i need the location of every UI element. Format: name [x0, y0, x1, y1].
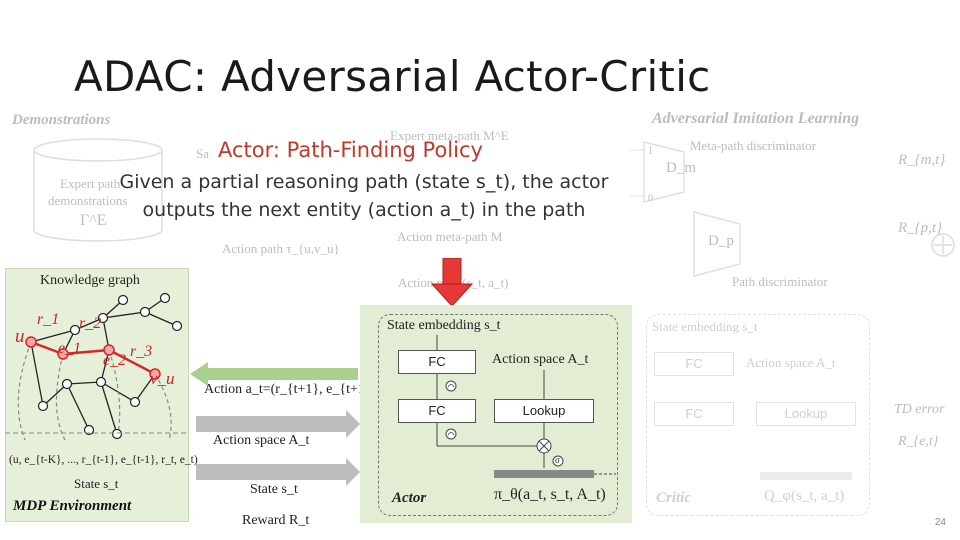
expert-paths-label: Expert path: [60, 176, 121, 191]
actor-lookup-box: Lookup: [494, 399, 594, 423]
mdp-environment-panel: [5, 268, 189, 522]
d-p-label: D_p: [708, 233, 734, 249]
page-number: 24: [934, 517, 946, 528]
critic-output-bar: [760, 472, 852, 480]
critic-fc-box-2: FC: [654, 402, 734, 426]
kg-relation-r2: r_2: [79, 315, 102, 332]
slide-title: ADAC: Adversarial Actor-Critic: [74, 52, 711, 101]
demonstrations-heading: Demonstrations: [12, 112, 111, 128]
critic-module: [646, 314, 870, 516]
critic-lookup-box: Lookup: [756, 402, 856, 426]
expert-meta-path-label: Expert meta-path M^E: [390, 128, 509, 143]
kg-relation-r3: r_3: [130, 343, 153, 360]
critic-label: Critic: [656, 490, 692, 506]
path-discriminator-label: Path discriminator: [732, 274, 828, 289]
r-mt-label: R_{m,t}: [898, 152, 946, 168]
policy-label: π_θ(a_t, s_t, A_t): [494, 486, 606, 503]
r-et-label: R_{e,t}: [898, 434, 939, 449]
state-label: State s_t: [250, 482, 298, 497]
actor-label: Actor: [392, 490, 427, 506]
r-pt-label: R_{p,t}: [898, 220, 943, 236]
red-down-arrow: [430, 258, 474, 307]
actor-fc-box-1: FC: [398, 350, 476, 374]
kg-state-tuple: (u, e_{t-K}, ..., r_{t-1}, e_{t-1}, r_t,…: [9, 454, 198, 466]
action-space-label: Action space A_t: [213, 433, 310, 448]
actor-action-space-label: Action space A_t: [492, 352, 589, 367]
ail-heading: Adversarial Imitation Learning: [652, 110, 860, 127]
bit-one-label: 1: [648, 146, 653, 157]
td-error-label: TD error: [894, 402, 945, 417]
bit-zero-label: 0: [648, 193, 653, 204]
d-m-label: D_m: [666, 160, 696, 176]
actor-state-embedding-label: State embedding s_t: [387, 318, 501, 333]
action-meta-path-label: Action meta-path M: [397, 229, 503, 244]
kg-relation-r1: r_1: [37, 311, 60, 328]
discriminator-shapes: [630, 141, 741, 277]
sigmoid-label: σ: [555, 455, 560, 465]
callout-body: Given a partial reasoning path (state s_…: [110, 168, 618, 224]
meta-path-discriminator-label: Meta-path discriminator: [690, 138, 816, 153]
action-path-tau-label: Action path τ_{u,v_u}: [222, 241, 340, 256]
critic-q-label: Q_φ(s_t, a_t): [764, 488, 845, 504]
kg-entity-e2: e_2: [103, 352, 127, 369]
callout-line-1: Given a partial reasoning path (state s_…: [119, 171, 609, 193]
action-label: Action a_t=(r_{t+1}, e_{t+1}): [204, 382, 377, 397]
mdp-environment-label: MDP Environment: [13, 498, 132, 514]
actor-module: [378, 314, 618, 516]
sum-node-icon: [931, 233, 955, 257]
sample-label: Sa: [196, 146, 209, 161]
critic-state-embedding-label: State embedding s_t: [652, 319, 758, 334]
demonstrations-cylinder: [33, 138, 163, 242]
gamma-e-label: Γ^E: [80, 212, 107, 229]
critic-fc-box-1: FC: [654, 352, 734, 376]
interface-arrows: [190, 362, 360, 486]
reward-label: Reward R_t: [242, 513, 310, 528]
kg-node-u: u: [15, 326, 25, 347]
actor-flow-lines: [436, 335, 616, 478]
callout-heading: Actor: Path-Finding Policy: [218, 138, 483, 162]
kg-target-vu: v_u: [150, 369, 175, 388]
critic-action-space-label: Action space A_t: [746, 355, 836, 370]
kg-title: Knowledge graph: [40, 273, 140, 288]
knowledge-graph-drawing: [5, 292, 189, 441]
demonstrations-label: demonstrations: [48, 193, 128, 208]
actor-fc-box-2: FC: [398, 399, 476, 423]
kg-entity-e1: e_1: [58, 340, 82, 357]
callout-line-2: outputs the next entity (action a_t) in …: [142, 199, 586, 221]
kg-state-label: State s_t: [74, 476, 119, 491]
